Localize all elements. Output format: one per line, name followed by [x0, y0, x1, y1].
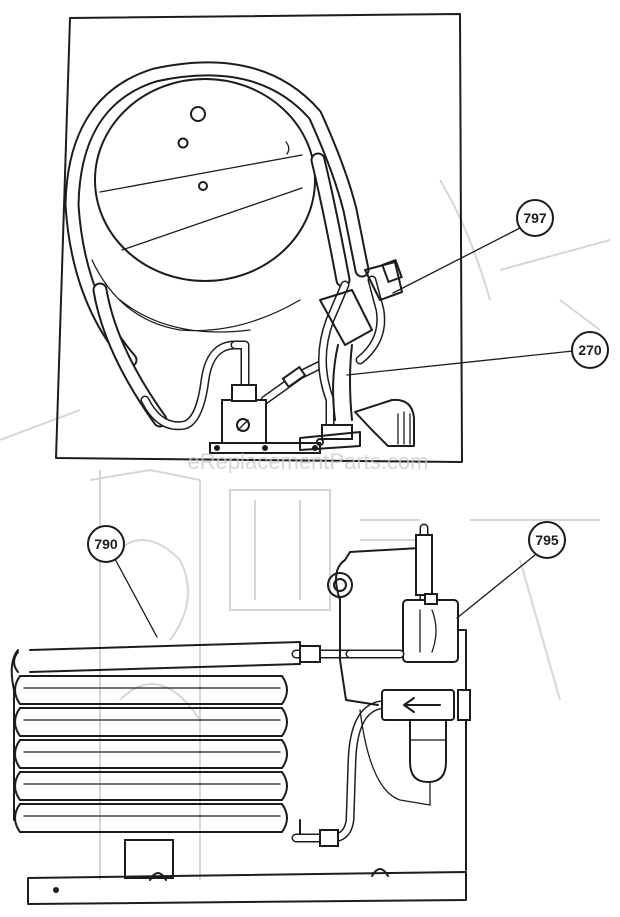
- solenoid-valve-assembly: [327, 523, 471, 871]
- right-fittings: [299, 258, 415, 451]
- circular-plate: [94, 78, 316, 282]
- bottom-assembly-view: [10, 523, 471, 905]
- callout-label-270: 270: [578, 342, 602, 358]
- callout-795: 795: [456, 521, 566, 619]
- top-frame: [55, 13, 463, 463]
- leader-line-790: [114, 558, 158, 638]
- callout-label-790: 790: [94, 536, 118, 552]
- leader-line-797: [392, 227, 521, 294]
- callout-797: 797: [392, 199, 554, 294]
- leader-line-795: [456, 554, 536, 619]
- left-piping: [140, 340, 325, 431]
- callout-label-795: 795: [535, 532, 559, 548]
- top-assembly-view: [55, 13, 463, 463]
- callout-label-797: 797: [523, 210, 547, 226]
- callout-270: 270: [346, 331, 609, 376]
- condenser-coil: [10, 641, 385, 847]
- watermark-text: eReplacementParts.com: [188, 449, 429, 474]
- base-rail: [27, 839, 467, 905]
- callout-790: 790: [87, 525, 158, 638]
- leader-line-270: [346, 350, 574, 376]
- coiled-tube: [64, 61, 370, 428]
